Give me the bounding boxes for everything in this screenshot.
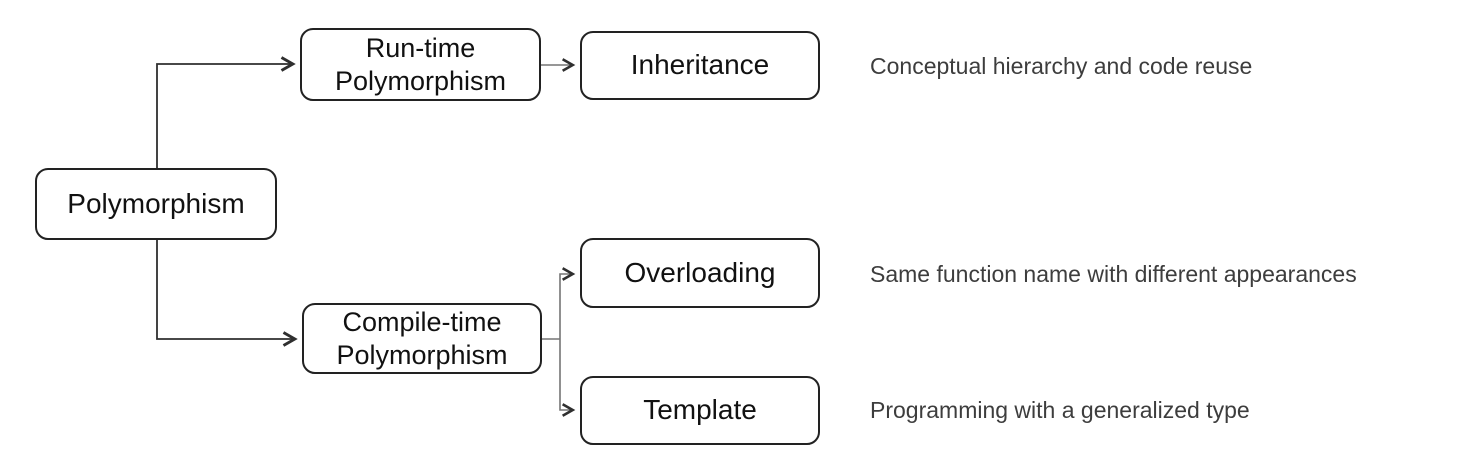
connector-split-to-template — [559, 339, 576, 417]
note-overloading: Same function name with different appear… — [870, 261, 1357, 287]
connector-root-to-runtime — [156, 56, 296, 168]
node-polymorphism: Polymorphism — [35, 168, 277, 240]
node-runtime-label-line2: Polymorphism — [334, 65, 507, 96]
node-template-label: Template — [643, 394, 757, 426]
node-overloading: Overloading — [580, 238, 820, 308]
node-compiletime-label-line2: Polymorphism — [336, 339, 508, 370]
node-compile-time-polymorphism: Compile-time Polymorphism — [302, 303, 542, 374]
node-polymorphism-label: Polymorphism — [67, 187, 245, 219]
note-inheritance: Conceptual hierarchy and code reuse — [870, 53, 1253, 79]
node-inheritance-label: Inheritance — [630, 49, 770, 81]
node-compiletime-label-line1: Compile-time — [342, 306, 502, 337]
node-runtime-polymorphism: Run-time Polymorphism — [300, 28, 541, 101]
node-inheritance: Inheritance — [580, 31, 820, 100]
connector-split-to-overloading — [559, 267, 576, 339]
note-template: Programming with a generalized type — [870, 397, 1250, 423]
node-runtime-label-line1: Run-time — [365, 32, 476, 63]
connector-root-to-compiletime — [156, 240, 298, 347]
node-template: Template — [580, 376, 820, 445]
node-overloading-label: Overloading — [624, 256, 776, 288]
